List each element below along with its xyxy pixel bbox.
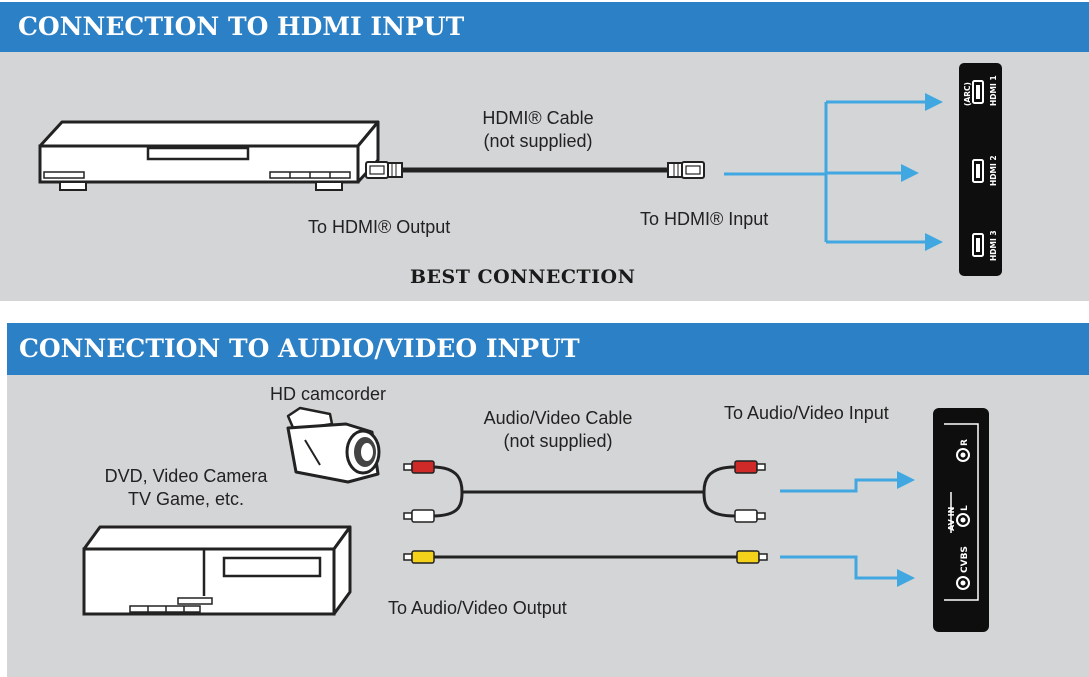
camcorder-icon [286, 406, 381, 484]
av-cvbs-label: CVBS [960, 546, 970, 573]
rca-white-plug-right-icon [734, 509, 766, 523]
hdmi1-port-icon [972, 80, 984, 104]
hdmi1-arc-label: (ARC) [963, 82, 972, 106]
audio-r-jack-icon [956, 448, 970, 462]
camcorder-label: HD camcorder [270, 384, 387, 404]
video-cvbs-jack-icon [956, 576, 970, 590]
av-l-label: L [960, 505, 970, 511]
av-arrows [780, 471, 915, 587]
av-source-label-line2: TV Game, etc. [127, 489, 245, 509]
av-cable-label: Audio/Video Cable (not supplied) [468, 408, 648, 452]
hdmi1-label: HDMI 1 [989, 75, 998, 106]
hdmi-cable-label-line2: (not supplied) [483, 131, 593, 151]
hdmi-cable-label: HDMI® Cable (not supplied) [458, 108, 618, 152]
hdmi-cable-label-line1: HDMI® Cable [482, 108, 594, 128]
rca-red-plug-left-icon [403, 460, 435, 474]
hdmi-input-label: To HDMI® Input [640, 209, 769, 229]
hdmi-plug-left-icon [365, 161, 403, 179]
audio-l-jack-icon [956, 513, 970, 527]
av-cable [430, 465, 740, 559]
av-in-label: AV IN [947, 507, 956, 531]
hdmi2-label: HDMI 2 [989, 155, 998, 186]
tv-av-panel: R L CVBS AV IN [933, 408, 989, 632]
rca-yellow-plug-right-icon [736, 550, 768, 564]
rca-yellow-plug-left-icon [403, 550, 435, 564]
av-r-label: R [960, 439, 970, 446]
hdmi-arrows [724, 93, 943, 251]
hdmi-plug-right-icon [667, 161, 705, 179]
av-section-title: CONNECTION TO AUDIO/VIDEO INPUT [7, 323, 1089, 375]
av-source-label-line1: DVD, Video Camera [104, 466, 268, 486]
av-input-label: To Audio/Video Input [724, 403, 889, 423]
rca-white-plug-left-icon [403, 509, 435, 523]
av-cable-label-line2: (not supplied) [503, 431, 613, 451]
av-output-label: To Audio/Video Output [388, 598, 567, 618]
rca-red-plug-right-icon [734, 460, 766, 474]
av-source-label: DVD, Video Camera TV Game, etc. [96, 466, 276, 510]
hdmi-output-label: To HDMI® Output [308, 217, 451, 237]
arrow-to-video-in [780, 555, 915, 587]
av-cable-label-line1: Audio/Video Cable [483, 408, 633, 428]
arrow-to-audio-in [780, 471, 915, 493]
hdmi3-port-icon [972, 233, 984, 257]
tv-hdmi-panel: (ARC) HDMI 1 HDMI 2 HDMI 3 [959, 63, 1002, 276]
hdmi-cable [365, 161, 705, 179]
best-connection-label: BEST CONNECTION [410, 266, 636, 288]
hdmi-section-title: CONNECTION TO HDMI INPUT [0, 2, 1089, 52]
hdmi3-label: HDMI 3 [989, 230, 998, 261]
dvd-player-icon [38, 120, 380, 191]
vcr-icon [82, 525, 352, 616]
hdmi2-port-icon [972, 159, 984, 183]
